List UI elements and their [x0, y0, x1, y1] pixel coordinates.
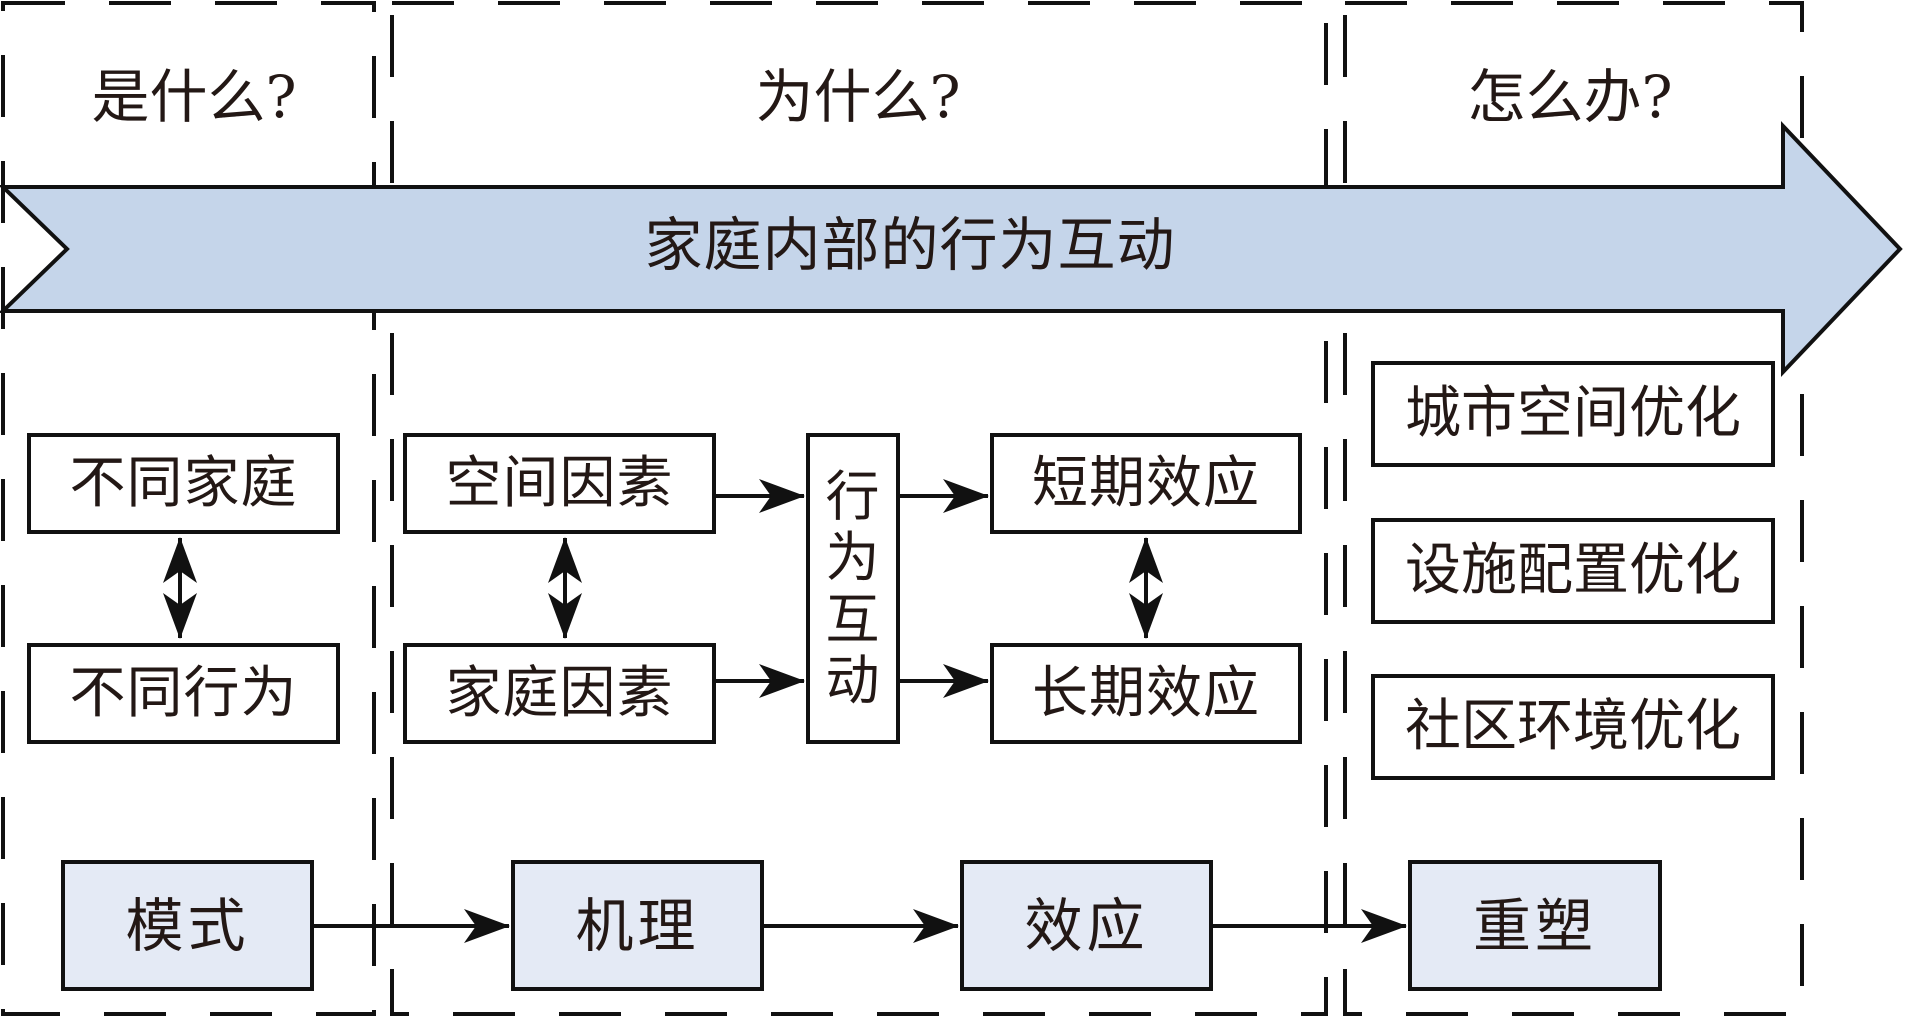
box-family-factors: 家庭因素	[403, 643, 716, 744]
stage-effect: 效应	[960, 860, 1213, 991]
box-different-families: 不同家庭	[27, 433, 340, 534]
band-title: 家庭内部的行为互动	[644, 211, 1176, 279]
heading-what: 是什么?	[91, 63, 297, 131]
box-urban-space-optimization: 城市空间优化	[1371, 361, 1775, 467]
box-spatial-factors: 空间因素	[403, 433, 716, 534]
interaction-char-2: 为	[825, 526, 881, 590]
box-facility-optimization: 设施配置优化	[1371, 518, 1775, 624]
stage-mechanism: 机理	[511, 860, 764, 991]
section-frame-how	[1343, 1, 1804, 1016]
stage-pattern: 模式	[61, 860, 314, 991]
box-community-optimization: 社区环境优化	[1371, 674, 1775, 780]
heading-why: 为什么?	[755, 63, 961, 131]
box-behavior-interaction: 行 为 互 动	[806, 433, 900, 744]
box-long-term-effect: 长期效应	[990, 643, 1302, 744]
box-different-behaviors: 不同行为	[27, 643, 340, 744]
box-short-term-effect: 短期效应	[990, 433, 1302, 534]
interaction-char-3: 互	[825, 587, 881, 651]
interaction-char-1: 行	[825, 465, 881, 529]
interaction-char-4: 动	[825, 648, 881, 712]
section-frame-what	[1, 1, 376, 1016]
section-frame-why	[390, 1, 1328, 1016]
band-arrow	[0, 120, 1903, 378]
stage-reshape: 重塑	[1408, 860, 1662, 991]
heading-how: 怎么办?	[1467, 63, 1673, 131]
